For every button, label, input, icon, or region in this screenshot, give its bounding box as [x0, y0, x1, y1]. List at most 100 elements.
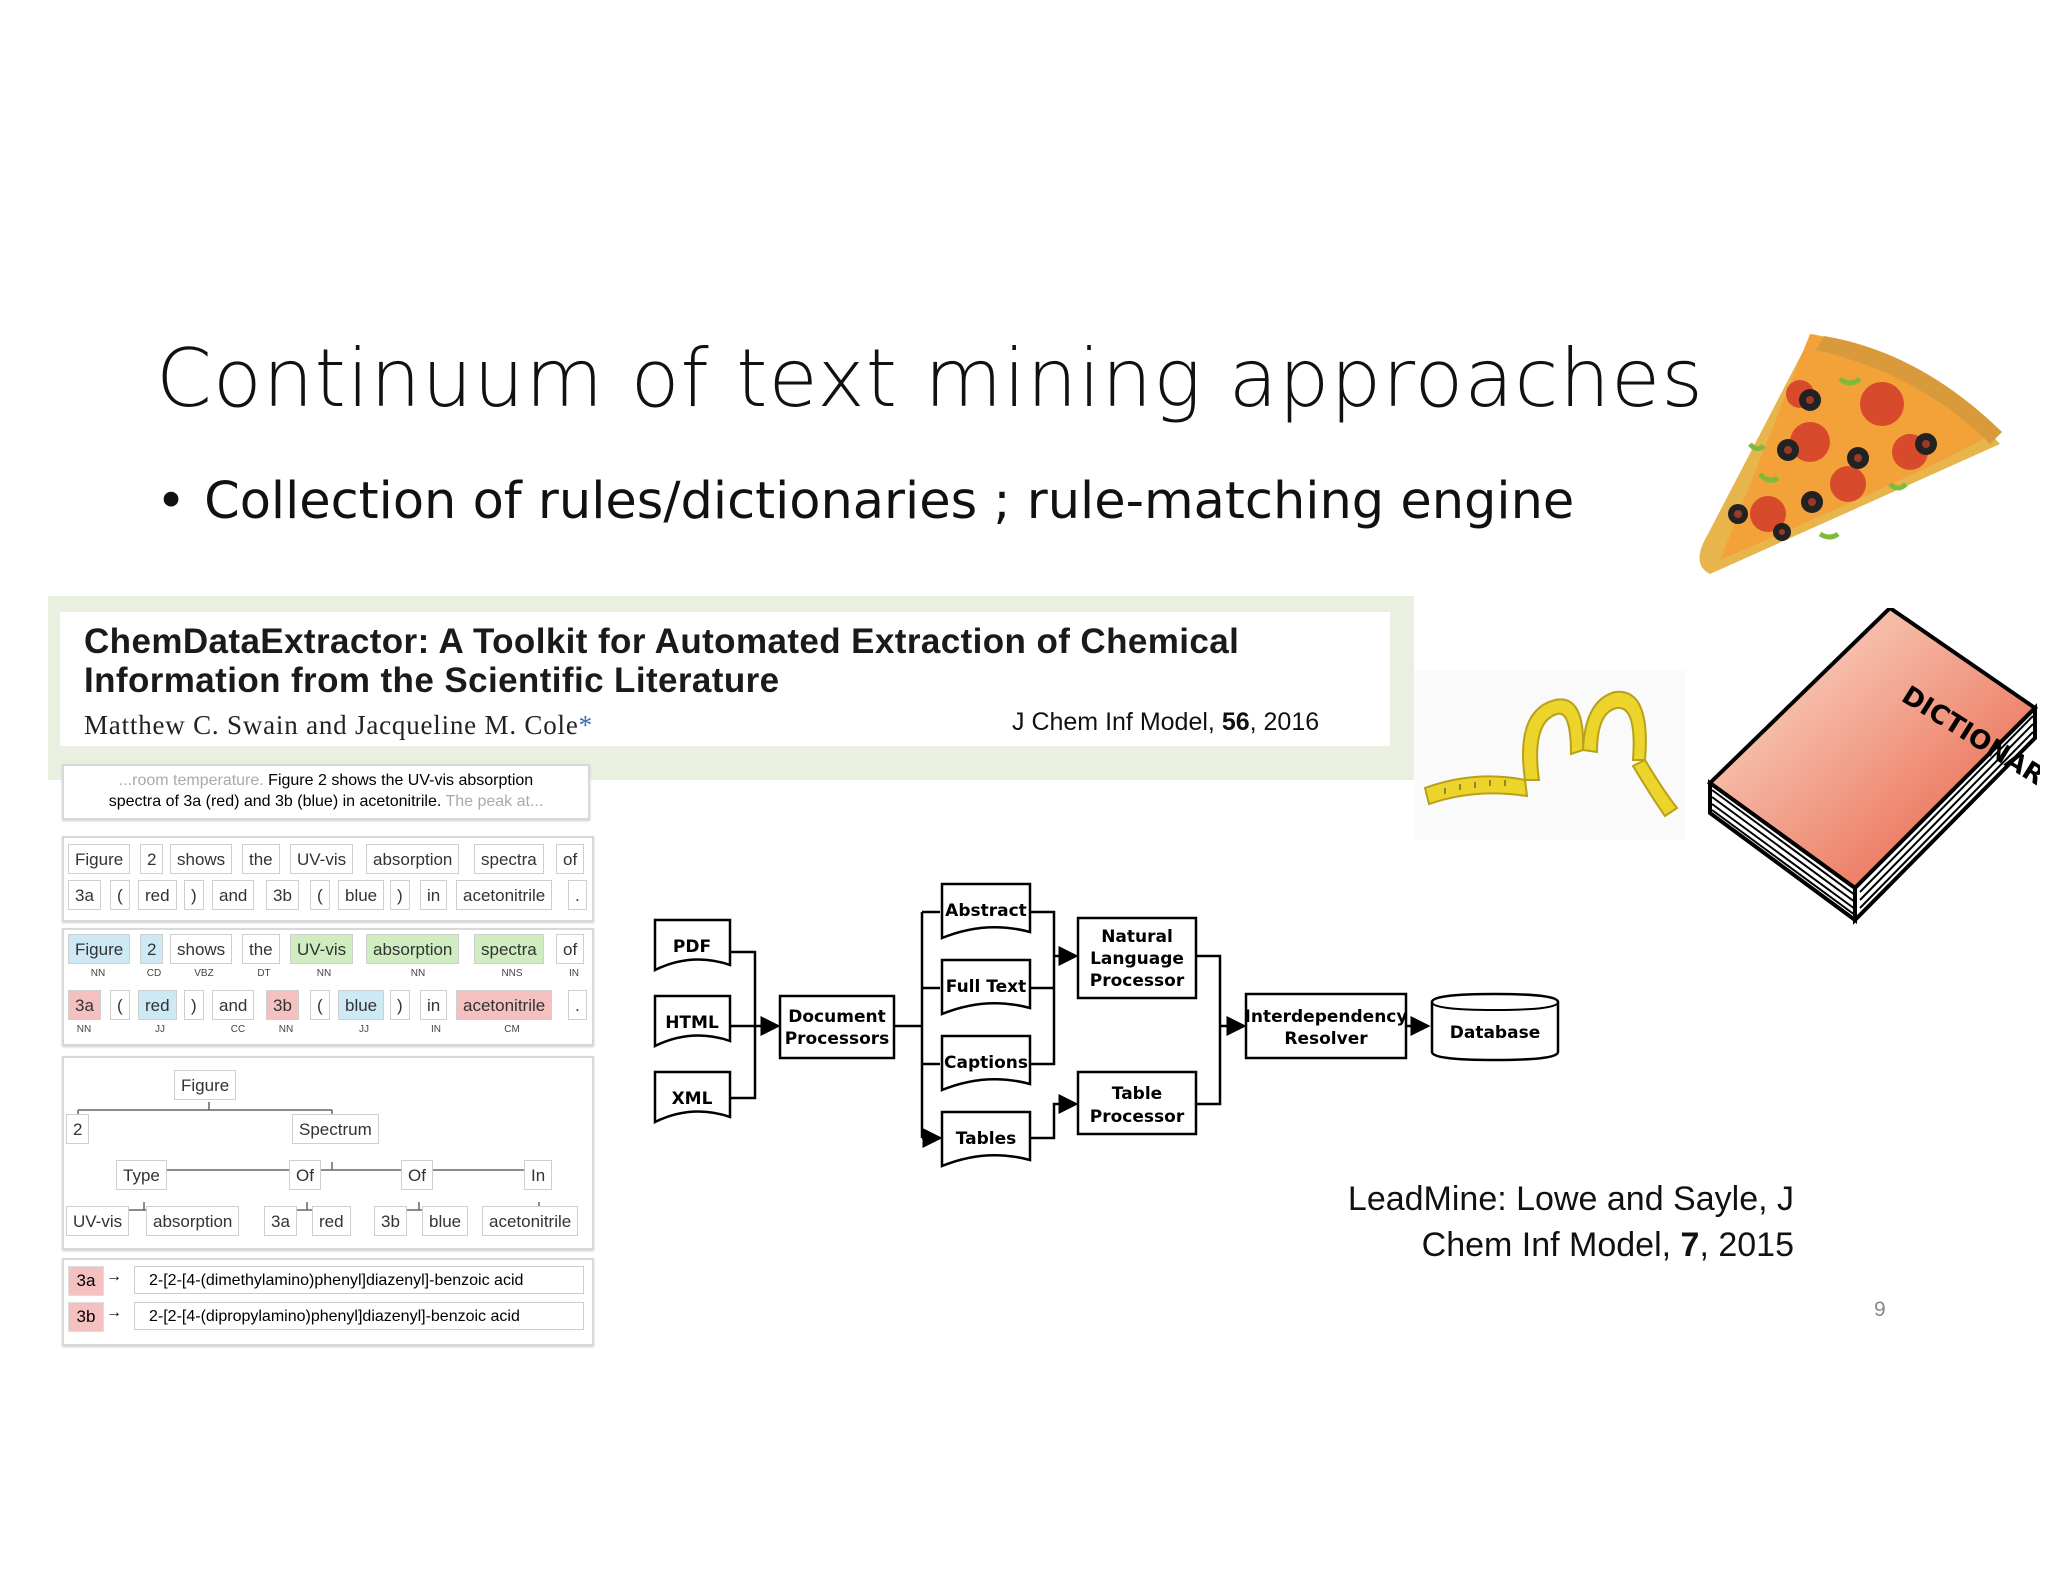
token: red	[138, 880, 177, 910]
result-name: 2-[2-[4-(dimethylamino)phenyl]diazenyl]-…	[134, 1266, 584, 1294]
arrow-right-icon: →	[106, 1268, 122, 1285]
token: .	[568, 990, 587, 1020]
leadmine-year: , 2015	[1699, 1226, 1794, 1264]
token: Figure	[68, 844, 131, 874]
result-label: 3b	[68, 1302, 104, 1332]
token: blue	[338, 880, 385, 910]
result-label: 3a	[68, 1266, 104, 1296]
tree-node-spectrum: Spectrum	[292, 1114, 379, 1144]
table-processor-box	[1076, 1070, 1198, 1136]
token: absorption	[366, 844, 460, 874]
token: the	[242, 934, 280, 964]
leadmine-line1: LeadMine: Lowe and Sayle, J	[1347, 1180, 1794, 1218]
pos-tag: CM	[504, 1024, 520, 1035]
cde-results-panel: 3a → 2-[2-[4-(dimethylamino)phenyl]diaze…	[62, 1258, 594, 1346]
flow-label: Processors	[785, 1029, 890, 1049]
part-abstract: Abstract	[940, 882, 1032, 940]
bullet-point: •Collection of rules/dictionaries ; rule…	[156, 472, 1574, 531]
leadmine-reference: LeadMine: Lowe and Sayle, J Chem Inf Mod…	[1180, 1176, 1794, 1268]
pos-tag: NNS	[501, 968, 523, 979]
token: UV-vis	[290, 934, 354, 964]
flow-label: Document	[788, 1007, 885, 1027]
paper-author-asterisk: *	[578, 710, 593, 740]
pos-tag: CD	[146, 968, 162, 979]
dictionary-book-icon: DICTIONARY	[1706, 608, 2040, 925]
token: in	[420, 990, 448, 1020]
flow-label: Database	[1450, 1023, 1540, 1043]
page-number: 9	[1874, 1298, 1886, 1321]
token: acetonitrile	[456, 880, 553, 910]
token: and	[212, 880, 255, 910]
paper-header: ChemDataExtractor: A Toolkit for Automat…	[48, 596, 1414, 780]
cde-sentence-panel: ...room temperature. Figure 2 shows the …	[62, 764, 590, 820]
token: 2	[140, 844, 164, 874]
paper-authors: Matthew C. Swain and Jacqueline M. Cole*	[84, 710, 593, 741]
token: blue	[338, 990, 385, 1020]
cde-parse-tree-panel: Figure 2 Spectrum Type Of Of In UV-vis a…	[62, 1056, 594, 1250]
token: 3b	[266, 990, 299, 1020]
flow-label: Natural	[1101, 927, 1173, 947]
token: )	[390, 990, 410, 1020]
paper-citation: J Chem Inf Model, 56, 2016	[1012, 708, 1319, 737]
flow-label: Tables	[956, 1129, 1017, 1149]
tree-node-of: Of	[289, 1160, 321, 1190]
pos-tag: NN	[278, 1024, 294, 1035]
token: .	[568, 880, 587, 910]
tree-node-type: Type	[116, 1160, 167, 1190]
slide-title: Continuum of text mining approaches	[156, 332, 1704, 425]
cde-sentence-suffix: The peak at...	[441, 793, 544, 810]
tree-leaf: red	[312, 1206, 351, 1236]
flow-label: HTML	[665, 1013, 719, 1033]
pos-tag: CC	[230, 1024, 246, 1035]
tree-leaf: blue	[422, 1206, 469, 1236]
paper-cite-volume: 56	[1221, 708, 1250, 736]
leadmine-volume: 7	[1680, 1226, 1700, 1264]
tree-leaf: acetonitrile	[482, 1206, 579, 1236]
cde-sentence-prefix: ...room temperature.	[118, 772, 264, 789]
pos-tag: NN	[90, 968, 106, 979]
cde-sentence-main-a: Figure 2 shows the UV-vis absorption	[263, 772, 534, 789]
token: spectra	[474, 844, 544, 874]
pos-tag: NN	[76, 1024, 92, 1035]
token: acetonitrile	[456, 990, 553, 1020]
token: and	[212, 990, 255, 1020]
pos-tag: JJ	[155, 1024, 165, 1035]
part-captions: Captions	[940, 1034, 1032, 1092]
token: (	[310, 990, 330, 1020]
part-tables: Tables	[940, 1110, 1032, 1168]
paper-title: ChemDataExtractor: A Toolkit for Automat…	[84, 622, 1239, 700]
token: )	[184, 990, 204, 1020]
pos-tag: IN	[431, 1024, 441, 1035]
tree-node-root: Figure	[174, 1070, 237, 1100]
result-name: 2-[2-[4-(dipropylamino)phenyl]diazenyl]-…	[134, 1302, 584, 1330]
token: )	[184, 880, 204, 910]
tree-leaf: 3a	[264, 1206, 297, 1236]
document-processors-box	[778, 994, 896, 1060]
flow-label: PDF	[673, 937, 711, 957]
pizza-icon	[1699, 334, 2002, 574]
tree-leaf: 3b	[374, 1206, 407, 1236]
pos-tag: NN	[410, 968, 426, 979]
pos-tag: IN	[569, 968, 579, 979]
pos-tag: VBZ	[194, 968, 214, 979]
paper-authors-names: Matthew C. Swain and Jacqueline M. Cole	[84, 710, 579, 740]
flow-label: Processor	[1090, 1107, 1185, 1127]
token: Figure	[68, 934, 131, 964]
pos-tag: NN	[316, 968, 332, 979]
token: (	[110, 990, 130, 1020]
measuring-tape-icon	[1415, 670, 1685, 840]
paper-cite-journal: J Chem Inf Model,	[1012, 708, 1222, 736]
flow-label: XML	[672, 1089, 713, 1109]
paper-cite-year: , 2016	[1249, 708, 1320, 736]
leadmine-journal: Chem Inf Model,	[1421, 1226, 1681, 1264]
flow-label: Language	[1090, 949, 1184, 969]
flow-label: Processor	[1090, 971, 1185, 991]
flow-label: Table	[1112, 1084, 1162, 1104]
leadmine-line2: Chem Inf Model, 7, 2015	[1180, 1222, 1794, 1268]
cde-sentence-main-b: spectra of 3a (red) and 3b (blue) in ace…	[108, 793, 442, 810]
flow-label: Interdependency	[1245, 1007, 1408, 1027]
nlp-box	[1076, 916, 1198, 1000]
token: shows	[170, 844, 233, 874]
token: UV-vis	[290, 844, 354, 874]
token: absorption	[366, 934, 460, 964]
